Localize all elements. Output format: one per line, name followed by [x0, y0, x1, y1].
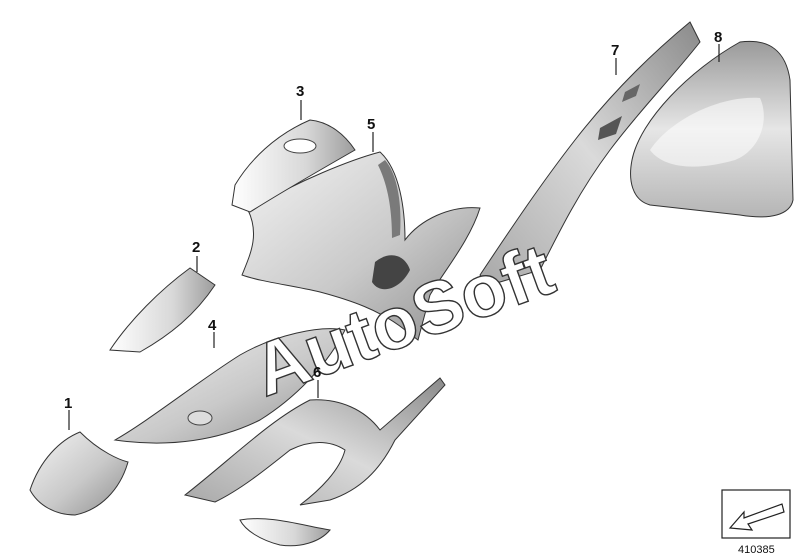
arrow-down-left-icon: [728, 503, 785, 531]
callout-7: 7: [611, 42, 619, 59]
part-5-shape: [241, 151, 481, 341]
callout-1: 1: [64, 395, 72, 412]
callout-5: 5: [367, 116, 375, 133]
callout-4: 4: [208, 317, 217, 334]
part-6-shape: [183, 377, 446, 547]
callout-6: 6: [313, 364, 321, 381]
callout-2: 2: [192, 239, 200, 256]
part-7-shape: [479, 21, 701, 286]
orientation-box: [721, 489, 791, 539]
callout-3: 3: [296, 83, 304, 100]
part-1-shape: [29, 431, 129, 516]
leader-lines: [68, 44, 720, 430]
callout-8: 8: [714, 29, 722, 46]
part-8-shape: [630, 40, 794, 218]
part-4-shape: [113, 328, 346, 444]
part-2-shape: [109, 267, 216, 353]
reference-number: 410385: [738, 544, 775, 556]
part-3-shape: [231, 119, 356, 213]
